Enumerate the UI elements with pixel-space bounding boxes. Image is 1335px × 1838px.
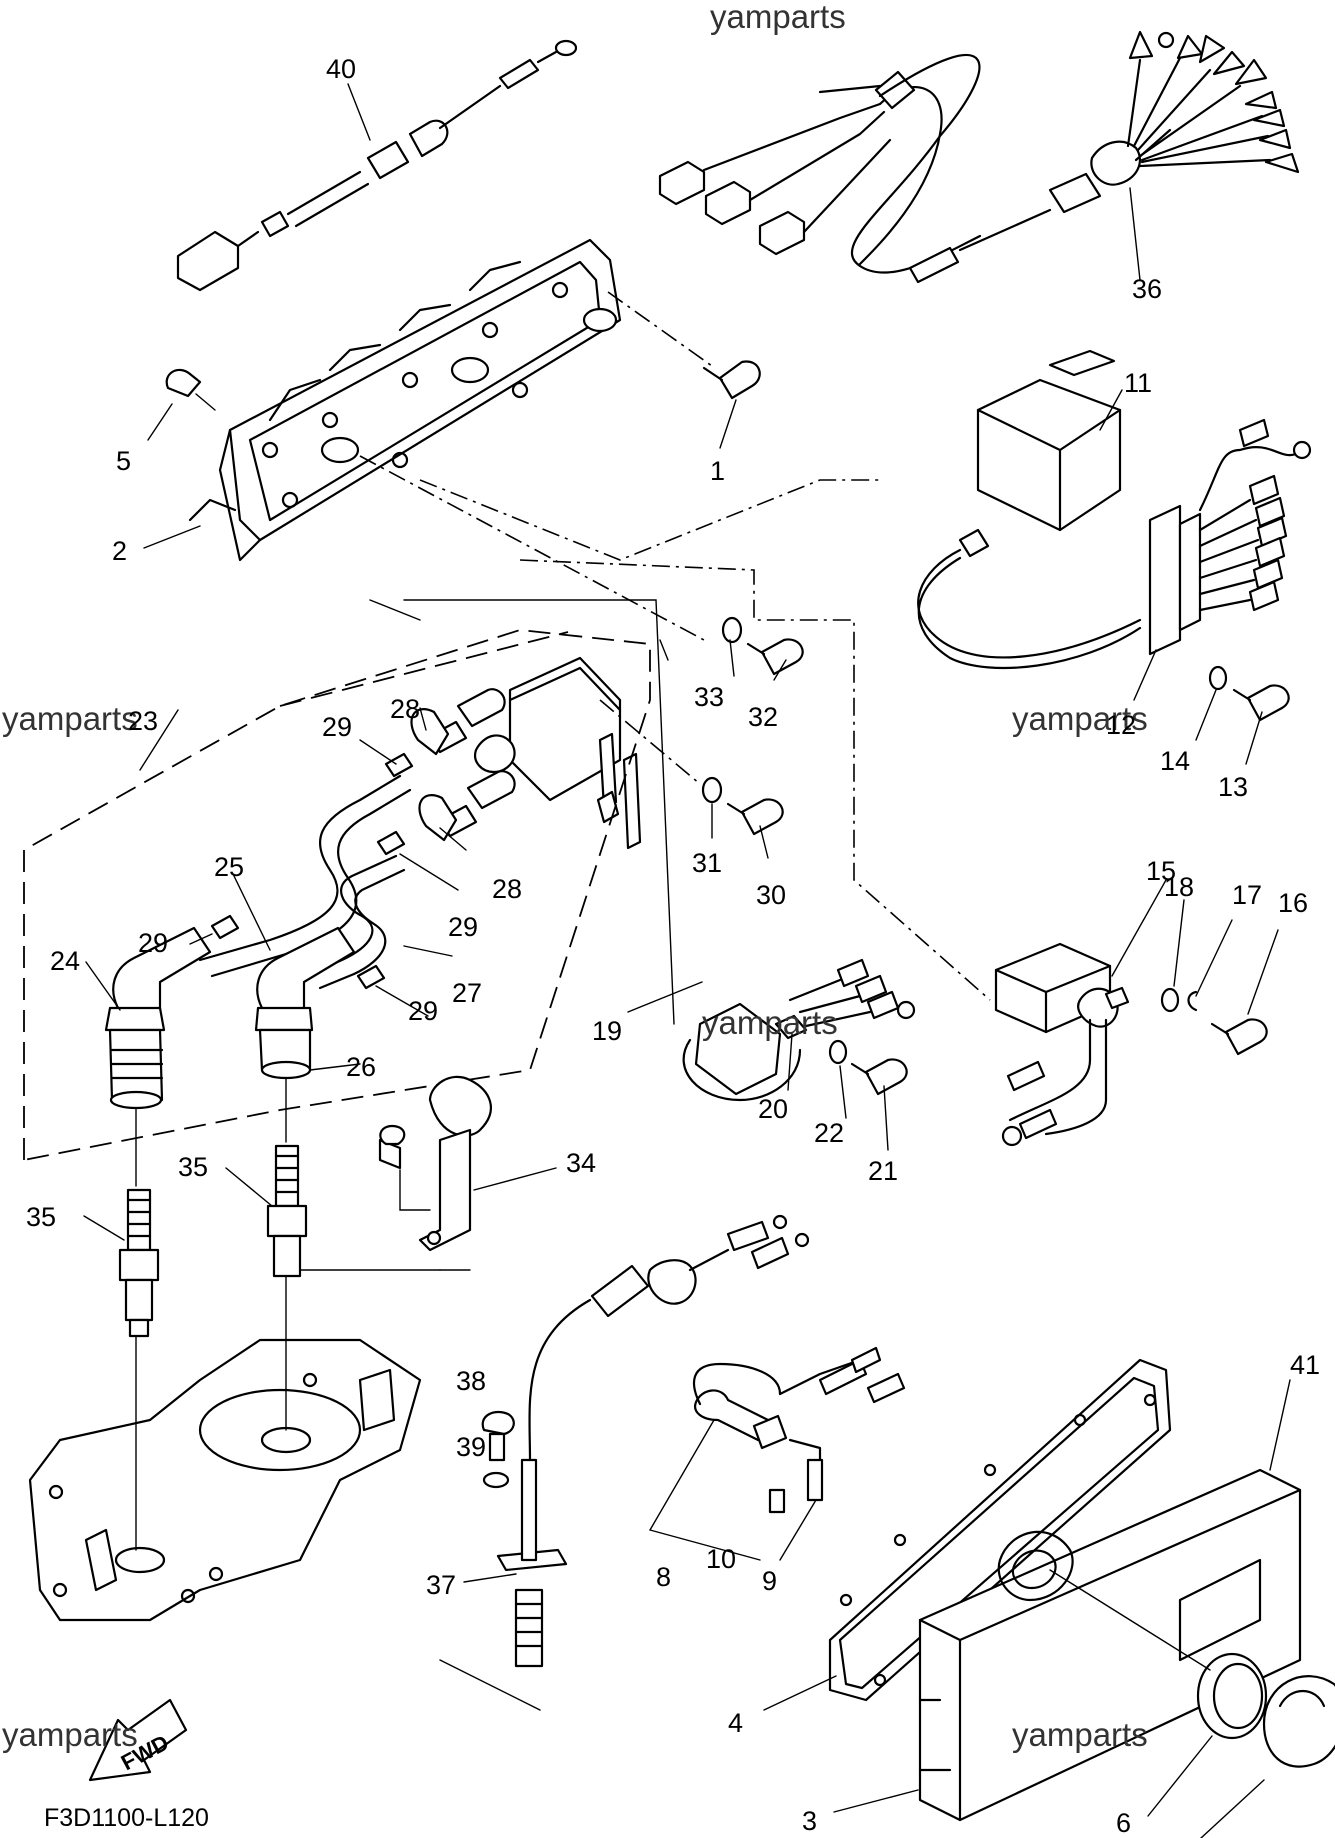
part-26-plug-cap: [254, 926, 356, 1080]
callout-28: 28: [492, 874, 522, 904]
callout-27: 27: [452, 978, 482, 1008]
callout-36: 36: [1132, 274, 1162, 304]
part-11-module: [917, 349, 1312, 670]
cylinder-head: [28, 1275, 422, 1622]
part-41-cover: [918, 1468, 1302, 1822]
leader-lines: [83, 83, 1291, 1838]
watermark: yamparts: [1012, 1716, 1148, 1753]
callout-11: 11: [1124, 368, 1152, 398]
callout-2: 2: [112, 536, 127, 566]
callout-15: 15: [1146, 856, 1176, 886]
callout-41: 41: [1290, 1350, 1320, 1380]
part-17-lockwasher: [1187, 990, 1198, 1012]
callout-23: 23: [128, 706, 158, 736]
part-40-lead-wire: [176, 39, 578, 292]
part-39-washer: [482, 1471, 510, 1489]
part-22-washer: [828, 1039, 848, 1065]
callout-20: 20: [758, 1094, 788, 1124]
part-5-screw: [165, 368, 216, 411]
callout-38: 38: [456, 1366, 486, 1396]
part-23-ignition-coil: [428, 656, 642, 850]
callout-13: 13: [1218, 772, 1248, 802]
callout-33: 33: [694, 682, 724, 712]
part-15-relay: [994, 942, 1130, 1147]
callout-18: 18: [1164, 872, 1194, 902]
part-14-washer: [1208, 665, 1228, 691]
callout-6: 6: [1116, 1808, 1131, 1838]
part-7-cap: [1262, 1675, 1335, 1768]
part-30-screw: [726, 798, 784, 836]
callout-16: 16: [1278, 888, 1308, 918]
callout-10: 10: [706, 1544, 736, 1574]
callout-39: 39: [456, 1432, 486, 1462]
watermark: yamparts: [702, 1004, 838, 1041]
callout-8: 8: [656, 1562, 671, 1592]
callout-31: 31: [692, 848, 722, 878]
part-18-washer: [1160, 987, 1180, 1013]
callout-19: 19: [592, 1016, 622, 1046]
part-28-grommet: [410, 708, 458, 842]
part-33-washer: [721, 616, 743, 644]
callout-9: 9: [762, 1566, 777, 1596]
callout-12: 12: [1106, 710, 1136, 740]
callout-37: 37: [426, 1570, 456, 1600]
leader-6: [1049, 1569, 1211, 1671]
part-31-washer: [701, 776, 723, 804]
callout-35: 35: [178, 1152, 208, 1182]
part-35-spark-plug: [118, 1188, 160, 1338]
part-2-bracket: [188, 238, 622, 562]
callout-28: 28: [390, 694, 420, 724]
callout-4: 4: [728, 1708, 743, 1738]
callout-26: 26: [346, 1052, 376, 1082]
part-29-clamp: [210, 752, 414, 990]
callout-17: 17: [1232, 880, 1262, 910]
callout-21: 21: [868, 1156, 898, 1186]
watermark: yamparts: [2, 1716, 138, 1753]
watermark: yamparts: [1012, 700, 1148, 737]
leader-37: [439, 1659, 541, 1711]
callout-14: 14: [1160, 746, 1190, 776]
part-4-gasket: [828, 1358, 1172, 1702]
callout-34: 34: [566, 1148, 596, 1178]
part-19-clamp: [682, 958, 916, 1102]
watermark: yamparts: [2, 700, 138, 737]
part-21-screw: [850, 1058, 908, 1096]
part-13-screw: [1232, 684, 1290, 722]
callout-30: 30: [756, 880, 786, 910]
part-1-screw: [607, 291, 761, 400]
callout-1: 1: [710, 456, 725, 486]
part-34-bracket: [378, 1075, 492, 1252]
callout-29: 29: [408, 996, 438, 1026]
part-38-screw: [481, 1410, 515, 1462]
routing-lines: [299, 455, 991, 1271]
diagram-code: F3D1100-L120: [44, 1804, 209, 1832]
callout-25: 25: [214, 852, 244, 882]
callout-35: 35: [26, 1202, 56, 1232]
callout-29: 29: [138, 928, 168, 958]
part-37-thermo-sensor: [496, 1214, 810, 1668]
callout-40: 40: [326, 54, 356, 84]
part-32-screw: [746, 638, 804, 676]
callout-3: 3: [802, 1806, 817, 1836]
callout-29: 29: [322, 712, 352, 742]
part-24-plug-cap: [104, 926, 212, 1110]
callout-29: 29: [448, 912, 478, 942]
watermark: yamparts: [710, 0, 846, 35]
part-6-o-ring: [1196, 1652, 1268, 1740]
callout-22: 22: [814, 1118, 844, 1148]
callout-32: 32: [748, 702, 778, 732]
callout-5: 5: [116, 446, 131, 476]
part-36-harness: [658, 30, 1300, 284]
part-16-screw: [1210, 1018, 1268, 1056]
callout-24: 24: [50, 946, 80, 976]
part-20-bracket: [774, 1014, 808, 1040]
group-outline-23-inner: [279, 631, 569, 707]
part-8-wire-harness: [648, 1346, 906, 1561]
leader-lines-plug: [135, 1077, 287, 1187]
part-35-spark-plug-2: [266, 1144, 308, 1278]
